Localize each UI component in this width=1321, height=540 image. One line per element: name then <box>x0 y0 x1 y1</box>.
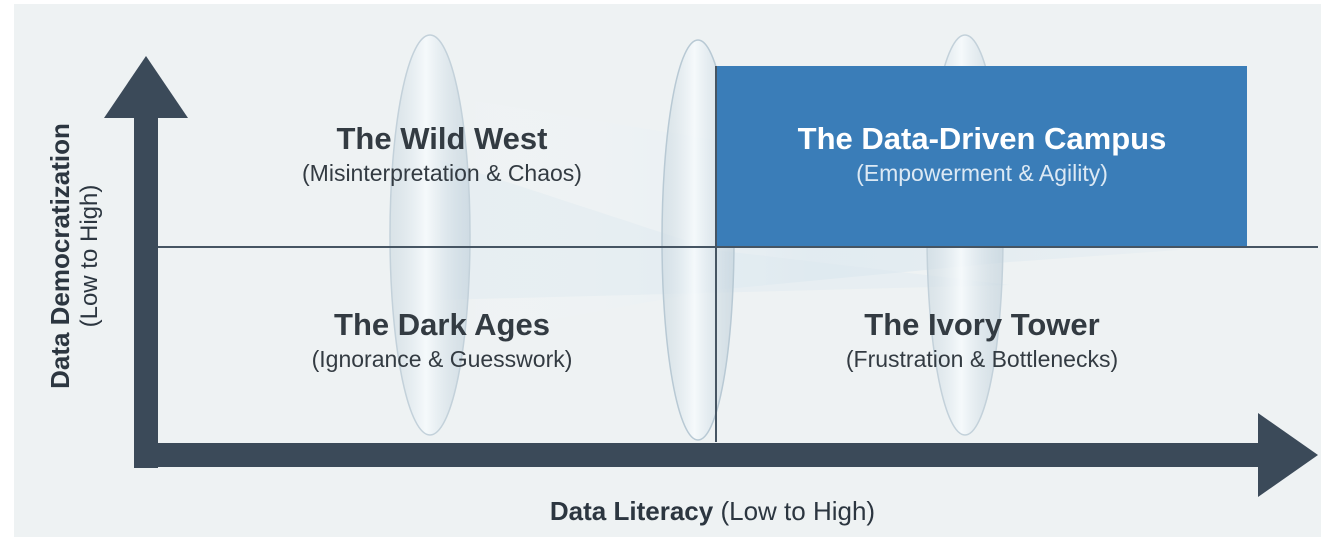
quadrant-wild-west: The Wild West (Misinterpretation & Chaos… <box>242 120 642 188</box>
quadrant-data-driven-campus: The Data-Driven Campus (Empowerment & Ag… <box>717 66 1247 246</box>
x-axis-label: Data Literacy (Low to High) <box>0 494 1321 528</box>
quadrant-dark-ages: The Dark Ages (Ignorance & Guesswork) <box>242 306 642 374</box>
x-axis-title: Data Literacy <box>549 496 714 526</box>
horizontal-divider <box>158 246 1318 248</box>
x-axis-range: (Low to High) <box>720 496 876 526</box>
quadrant-title: The Wild West <box>336 121 548 156</box>
y-axis-range: (Low to High) <box>76 184 103 328</box>
quadrant-ivory-tower: The Ivory Tower (Frustration & Bottlenec… <box>782 306 1182 374</box>
vertical-divider <box>715 66 717 442</box>
lens-left <box>389 34 471 436</box>
quadrant-title: The Ivory Tower <box>864 307 1100 342</box>
left-border <box>0 0 14 540</box>
top-border <box>0 0 1321 4</box>
y-axis-title: Data Democratization <box>45 123 75 389</box>
quadrant-subtitle: (Empowerment & Agility) <box>856 160 1108 186</box>
light-beam <box>440 160 1010 300</box>
quadrant-title: The Data-Driven Campus <box>797 121 1167 156</box>
y-axis-label: Data Democratization (Low to High) <box>44 123 104 389</box>
quadrant-subtitle: (Misinterpretation & Chaos) <box>302 160 582 186</box>
bottom-border <box>0 537 1321 540</box>
quadrant-subtitle: (Frustration & Bottlenecks) <box>845 346 1119 372</box>
quadrant-title: The Dark Ages <box>334 307 550 342</box>
quadrant-subtitle: (Ignorance & Guesswork) <box>311 346 573 372</box>
